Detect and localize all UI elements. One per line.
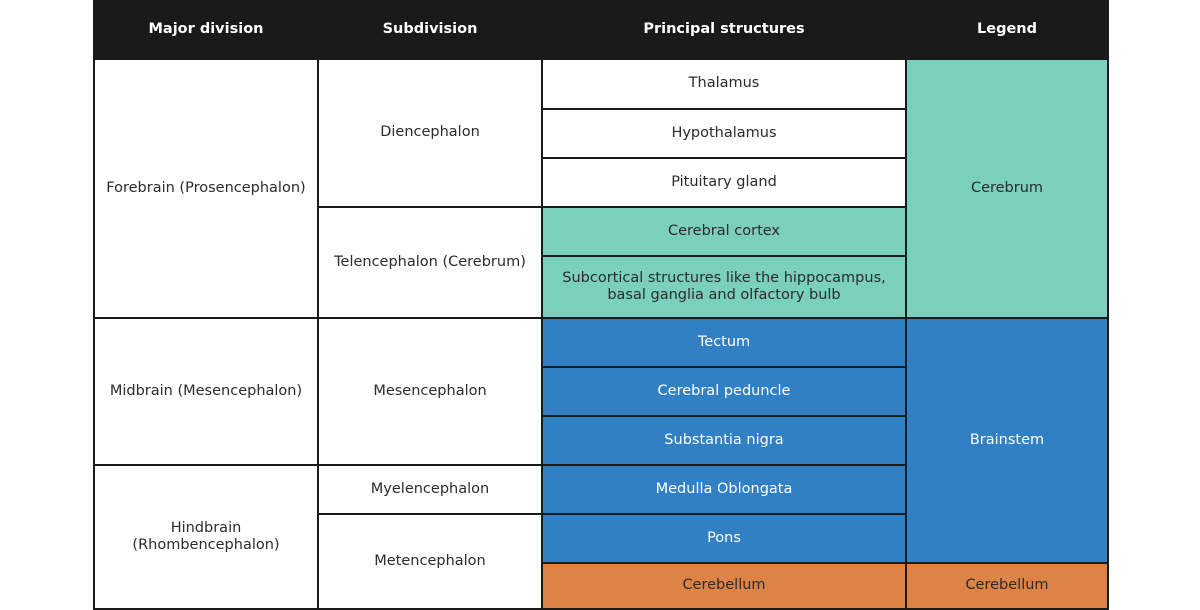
cell-structure-substantia-nigra: Substantia nigra [541, 415, 907, 466]
cell-structure-medulla-oblongata: Medulla Oblongata [541, 464, 907, 515]
table-row: Cerebral peduncle [94, 366, 1108, 417]
cell-structure-cerebral-cortex: Cerebral cortex [541, 206, 907, 257]
cell-major-division-forebrain: Forebrain (Prosencephalon) [93, 58, 319, 319]
table-row: Hypothalamus [94, 108, 1108, 159]
cell-structure-pituitary-gland: Pituitary gland [541, 157, 907, 208]
table-row: Pituitary gland [94, 157, 1108, 208]
cell-subdivision-diencephalon: Diencephalon [317, 58, 543, 208]
cell-structure-thalamus: Thalamus [541, 58, 907, 110]
cell-subdivision-mesencephalon: Mesencephalon [317, 317, 543, 466]
cell-structure-pons: Pons [541, 513, 907, 564]
table-row: Midbrain (Mesencephalon) Mesencephalon T… [93, 317, 1109, 564]
cell-subdivision-metencephalon: Metencephalon [317, 513, 543, 610]
cell-structure-tectum: Tectum [541, 317, 907, 368]
header-principal-structures: Principal structures [541, 0, 907, 60]
brain-divisions-table: Major division Subdivision Principal str… [93, 0, 1109, 610]
cell-major-division-hindbrain: Hindbrain (Rhombencephalon) [93, 464, 319, 610]
table-header: Major division Subdivision Principal str… [93, 0, 1109, 60]
table-row: Subcortical structures like the hippocam… [94, 255, 1108, 319]
brain-divisions-table-container: Major division Subdivision Principal str… [93, 0, 1109, 610]
cell-structure-cerebellum: Cerebellum [541, 562, 907, 610]
table-row: Substantia nigra [94, 415, 1108, 466]
cell-subdivision-myelencephalon: Myelencephalon [317, 464, 543, 515]
table-header-row: Major division Subdivision Principal str… [93, 0, 1109, 60]
table-body: Forebrain (Prosencephalon) Diencephalon … [93, 58, 1109, 610]
cell-major-division-hindbrain-line2: (Rhombencephalon) [132, 537, 280, 553]
cell-structure-hypothalamus: Hypothalamus [541, 108, 907, 159]
table-row: Hindbrain (Rhombencephalon) Myelencephal… [93, 464, 1108, 610]
header-legend: Legend [905, 0, 1109, 60]
cell-legend-brainstem: Brainstem [905, 317, 1109, 564]
cell-major-division-midbrain: Midbrain (Mesencephalon) [93, 317, 319, 466]
cell-structure-subcortical: Subcortical structures like the hippocam… [541, 255, 907, 319]
cell-legend-cerebrum: Cerebrum [905, 58, 1109, 319]
cell-major-division-hindbrain-line1: Hindbrain [170, 519, 242, 536]
cell-structure-cerebral-peduncle: Cerebral peduncle [541, 366, 907, 417]
table-row: Forebrain (Prosencephalon) Diencephalon … [93, 58, 1109, 319]
cell-legend-cerebellum: Cerebellum [905, 562, 1109, 610]
table-row: Telencephalon (Cerebrum) Cerebral cortex [94, 206, 1108, 319]
header-major-division: Major division [93, 0, 319, 60]
cell-subdivision-telencephalon: Telencephalon (Cerebrum) [317, 206, 543, 319]
table-row: Metencephalon Pons [94, 513, 1108, 610]
header-subdivision: Subdivision [317, 0, 543, 60]
